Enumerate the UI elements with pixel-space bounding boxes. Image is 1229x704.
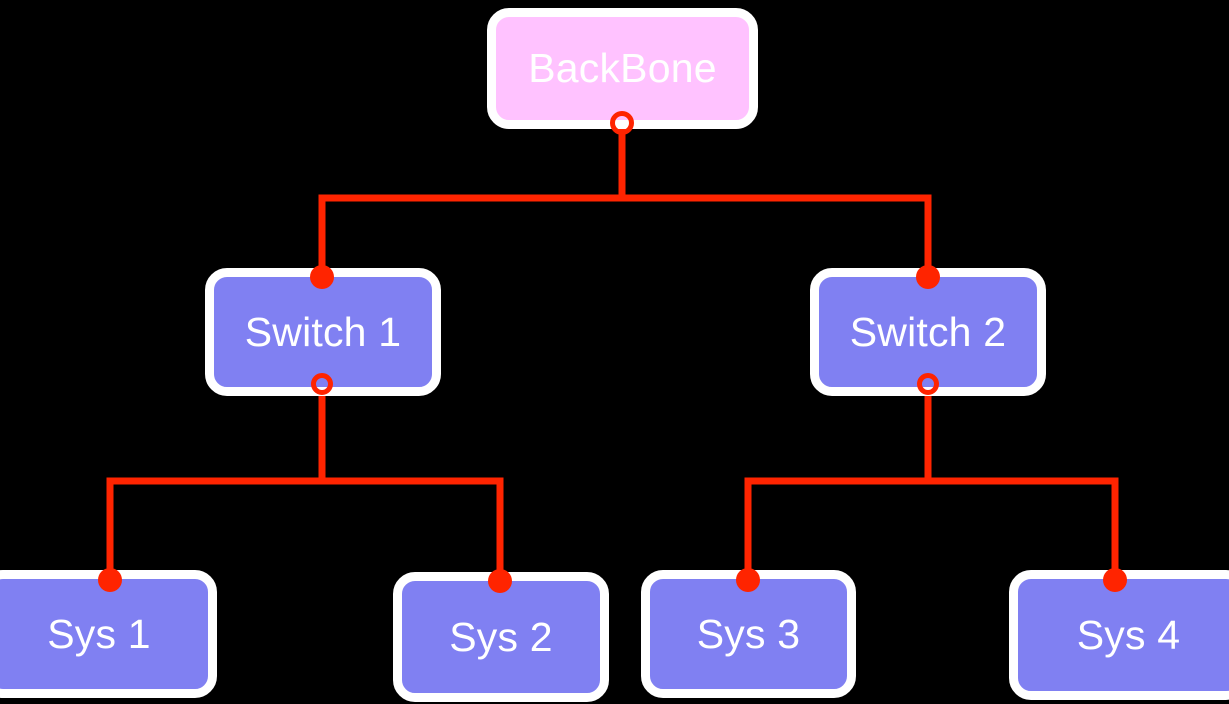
node-sys-4[interactable]: Sys 4 (1009, 570, 1229, 700)
sys-3-uplink-port[interactable] (736, 568, 760, 592)
sys-2-uplink-port[interactable] (488, 569, 512, 593)
link-switch-1-to-sys-1 (106, 384, 326, 580)
node-label-sys-4: Sys 4 (1076, 611, 1181, 658)
sys-4-uplink-port[interactable] (1103, 568, 1127, 592)
node-label-switch-2: Switch 2 (849, 308, 1007, 355)
switch-1-uplink-port[interactable] (310, 265, 334, 289)
node-label-switch-1: Switch 1 (244, 308, 402, 355)
link-backbone-to-switch-1 (318, 123, 626, 277)
backbone-downlink-port[interactable] (610, 111, 634, 135)
link-switch-2-to-sys-4 (924, 384, 1119, 580)
node-label-sys-2: Sys 2 (449, 613, 553, 660)
link-backbone-to-switch-2 (618, 123, 932, 277)
node-label-sys-3: Sys 3 (696, 610, 801, 657)
node-label-sys-1: Sys 1 (47, 610, 151, 657)
node-label-backbone: BackBone (528, 45, 717, 91)
switch-2-downlink-port[interactable] (917, 373, 939, 395)
switch-1-downlink-port[interactable] (311, 373, 333, 395)
switch-2-uplink-port[interactable] (916, 265, 940, 289)
link-switch-2-to-sys-3 (744, 384, 932, 580)
link-switch-1-to-sys-2 (318, 384, 504, 581)
sys-1-uplink-port[interactable] (98, 568, 122, 592)
